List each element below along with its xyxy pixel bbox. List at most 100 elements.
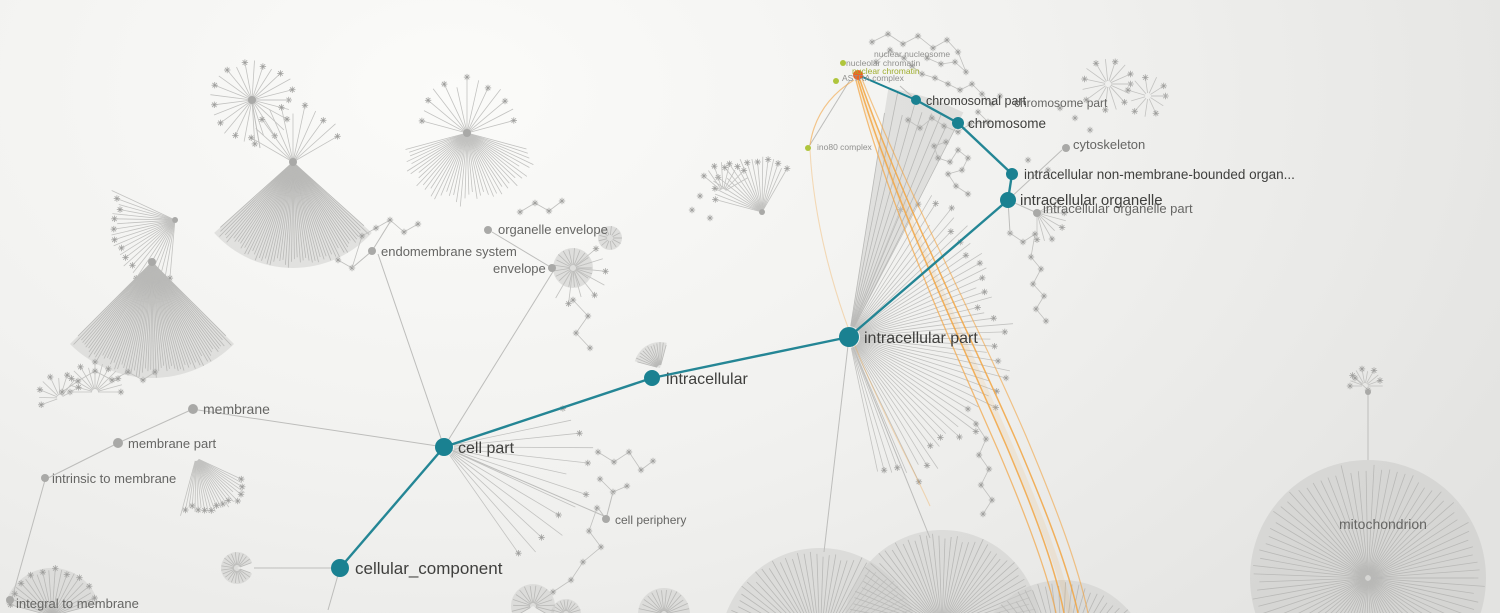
gray-term-node[interactable] (463, 129, 471, 137)
graph-node-highlighted-green[interactable] (840, 60, 846, 66)
term-label[interactable]: intracellular organelle part (1043, 201, 1193, 216)
leaf-node-star-icon (740, 167, 748, 174)
tiny-term-label[interactable]: nuclear nucleosome (874, 49, 950, 59)
term-label[interactable]: intrinsic to membrane (52, 471, 176, 486)
gray-term-node[interactable] (602, 515, 610, 523)
orange-edge (855, 79, 1057, 613)
leaf-node-star-icon (584, 312, 592, 320)
leaf-node-star-icon (1058, 224, 1066, 231)
cluster-fan (449, 405, 594, 557)
highlighted-edge (957, 122, 1013, 175)
cluster-fan (634, 342, 667, 368)
gray-term-node[interactable] (6, 596, 14, 604)
cluster-fan (418, 73, 517, 133)
leaf-node-star-icon (696, 192, 704, 200)
tiny-term-label[interactable]: ASTRA complex (842, 73, 905, 83)
leaf-node-star-icon (1044, 166, 1052, 174)
leaf-node-star-icon (884, 30, 892, 38)
node-label-cellular-component[interactable]: cellular_component (355, 559, 503, 578)
leaf-node-star-icon (976, 259, 984, 267)
gray-term-node[interactable] (113, 438, 123, 448)
tiny-term-label[interactable]: ino80 complex (817, 142, 873, 152)
node-label-intracellular-part[interactable]: intracellular part (864, 330, 978, 347)
graph-node-chromosome[interactable] (952, 117, 964, 129)
leaf-node-chain (930, 138, 972, 198)
gray-term-node[interactable] (289, 158, 297, 166)
node-label-intracellular[interactable]: intracellular (666, 371, 748, 388)
term-label[interactable]: mitochondrion (1339, 516, 1427, 532)
leaf-node-star-icon (75, 384, 82, 391)
node-label-chromosomal-part[interactable]: chromosomal part (926, 94, 1027, 108)
gray-edge (117, 408, 194, 444)
leaf-node-star-icon (783, 165, 791, 172)
graph-node-nucleosome-selected[interactable] (853, 70, 863, 80)
term-label[interactable]: organelle envelope (498, 222, 608, 237)
term-label[interactable]: cell periphery (615, 513, 686, 527)
leaf-node-star-icon (549, 588, 557, 596)
leaf-node-star-icon (224, 497, 232, 504)
leaf-node-star-icon (63, 571, 71, 578)
term-label[interactable]: envelope (493, 261, 546, 276)
gray-term-node[interactable] (248, 96, 256, 104)
gray-term-node[interactable] (759, 209, 765, 215)
graph-node-cell-part[interactable] (435, 438, 453, 456)
gray-term-node[interactable] (41, 474, 49, 482)
tiny-term-label[interactable]: nucleolar chromatin (846, 58, 920, 68)
gray-term-node[interactable] (548, 264, 556, 272)
term-label[interactable]: integral to membrane (16, 596, 139, 611)
gray-edge (371, 221, 391, 252)
gray-term-node[interactable] (484, 226, 492, 234)
term-label[interactable]: membrane (203, 401, 270, 417)
leaf-node-star-icon (1142, 74, 1149, 81)
term-label[interactable]: cytoskeleton (1073, 137, 1145, 152)
term-label[interactable]: membrane part (128, 436, 217, 451)
node-label-chromosome[interactable]: chromosome (968, 116, 1046, 131)
leaf-node-star-icon (582, 491, 590, 498)
leaf-node-star-icon (988, 496, 996, 504)
graph-node-intracellular-non-membrane-bounded-organelle[interactable] (1006, 168, 1018, 180)
leaf-node-star-icon (954, 128, 962, 136)
leaf-node-star-icon (585, 527, 593, 535)
gray-term-node[interactable] (1365, 389, 1371, 395)
graph-node-highlighted-green[interactable] (833, 78, 839, 84)
graph-node-chromosomal-part[interactable] (911, 95, 921, 105)
tiny-term-label[interactable]: nuclear chromatin (852, 66, 920, 76)
gray-term-node[interactable] (368, 247, 376, 255)
leaf-node-chain (569, 296, 594, 352)
gray-term-node[interactable] (148, 258, 156, 266)
graph-node-highlighted-green[interactable] (805, 145, 811, 151)
leaf-node-star-icon (914, 32, 922, 40)
graph-node-intracellular-part[interactable] (839, 327, 859, 347)
leaf-node-star-icon (984, 118, 992, 126)
gray-term-node[interactable] (1033, 209, 1041, 217)
node-label-intracellular-organelle[interactable]: intracellular organelle (1020, 192, 1163, 209)
leaf-node-star-icon (596, 475, 604, 483)
leaf-node-star-icon (964, 405, 972, 413)
node-label-cell-part[interactable]: cell part (458, 440, 515, 457)
graph-node-cellular-component[interactable] (331, 559, 349, 577)
leaf-node-star-icon (213, 502, 220, 509)
gray-term-node[interactable] (188, 404, 198, 414)
gray-association-edges (6, 79, 1371, 611)
leaf-node-star-icon (52, 565, 59, 572)
graph-node-intracellular[interactable] (644, 370, 660, 386)
term-label[interactable]: chromosome part (1014, 96, 1108, 110)
gray-term-node[interactable] (172, 217, 178, 223)
leaf-node-star-icon (985, 465, 993, 473)
leaf-node-star-icon (418, 117, 426, 125)
leaf-node-chain (972, 420, 996, 518)
term-label[interactable]: endomembrane system (381, 244, 517, 259)
leaf-node-star-icon (259, 63, 267, 70)
leaf-node-star-icon (1056, 104, 1064, 112)
graph-node-intracellular-organelle[interactable] (1000, 192, 1016, 208)
node-label-intracellular-non-membrane-bounded-organelle[interactable]: intracellular non-membrane-bounded organ… (1024, 167, 1295, 182)
highlighted-edge (651, 335, 850, 380)
leaf-node-star-icon (992, 404, 999, 411)
gray-edge (1007, 149, 1063, 201)
leaf-node-star-icon (194, 506, 202, 514)
highlighted-path (331, 60, 1018, 577)
leaf-node-star-icon (47, 373, 54, 381)
gray-term-node[interactable] (1062, 144, 1070, 152)
